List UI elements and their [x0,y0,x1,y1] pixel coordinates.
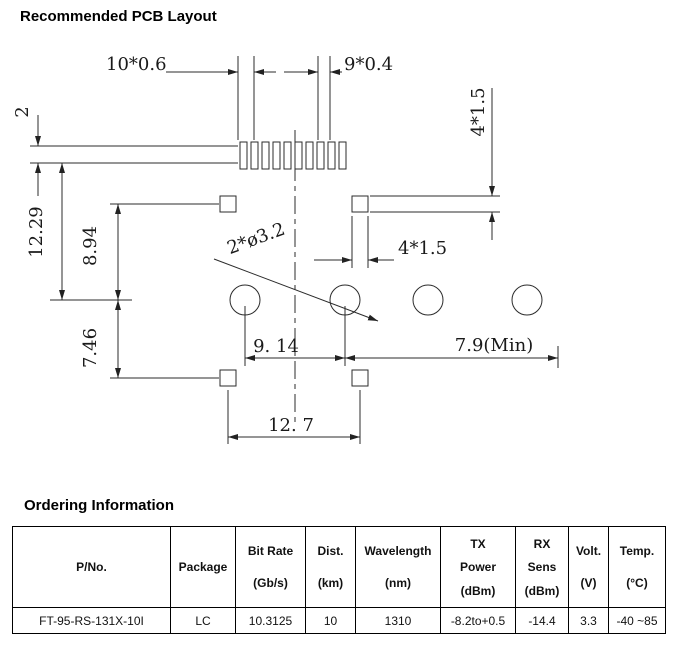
cell-wavelength: 1310 [355,607,441,634]
dim-min-edge-label: 7.9(Min) [455,335,533,356]
header-line: Power [459,560,496,574]
cell-rx-sens: -14.4 [515,607,569,634]
header-line: Sens [527,560,557,574]
col-header-pn: P/No. [12,526,171,608]
ordering-table-container: P/No. Package Bit Rate (Gb/s) Dist. (km)… [12,526,666,634]
table-row: FT-95-RS-131X-10I LC 10.3125 10 1310 -8.… [12,607,666,634]
col-header-temp: Temp. (°C) [608,526,666,608]
header-line: Volt. [575,544,602,559]
col-header-rx-sens: RX Sens (dBm) [515,526,569,608]
header-line: P/No. [76,560,107,574]
header-line: (Gb/s) [253,575,288,590]
dim-4x15-horizontal-label: 4*1.5 [398,238,447,259]
cell-dist: 10 [305,607,356,634]
cell-tx-power: -8.2to+0.5 [440,607,516,634]
corner-pads [219,195,369,387]
cell-pn: FT-95-RS-131X-10I [12,607,171,634]
dimension-labels: 10*0.6 9*0.4 2 12.29 8.94 7.46 4*1.5 2*ø… [12,54,533,436]
pcb-edge-lines [57,145,238,164]
dim-pad-width-label: 10*0.6 [106,54,167,75]
col-header-package: Package [170,526,236,608]
pcb-layout-title: Recommended PCB Layout [20,8,217,25]
col-header-wavelength: Wavelength (nm) [355,526,441,608]
col-header-volt: Volt. (V) [568,526,609,608]
col-header-tx-power: TX Power (dBm) [440,526,516,608]
header-row: P/No. Package Bit Rate (Gb/s) Dist. (km)… [12,526,666,608]
header-line: Temp. [619,544,655,559]
header-line: Package [178,560,228,574]
dim-hole-pitch-label: 9. 14 [253,336,299,357]
dim-4x15-vertical-label: 4*1.5 [468,87,489,136]
header-line: (dBm) [524,583,560,598]
cell-bit-rate: 10.3125 [235,607,306,634]
header-line: TX [470,536,486,551]
mounting-holes [229,284,543,316]
header-line: Bit Rate [247,544,294,559]
dim-12-29-label: 12.29 [26,206,47,258]
solder-pads [239,141,347,170]
cell-package: LC [170,607,236,634]
header-line: Dist. [317,544,344,559]
col-header-dist: Dist. (km) [305,526,356,608]
dim-edge-gap-label: 2 [12,106,33,117]
ordering-table: P/No. Package Bit Rate (Gb/s) Dist. (km)… [12,526,666,634]
header-line: Wavelength [364,544,432,559]
ordering-information-title: Ordering Information [24,497,174,514]
dim-8-94-label: 8.94 [80,226,101,266]
dim-pad-pitch-bottom-label: 12. 7 [268,415,314,436]
cell-volt: 3.3 [568,607,609,634]
header-line: (km) [317,575,344,590]
cell-temp: -40 ~85 [608,607,666,634]
header-line: (dBm) [460,583,496,598]
header-line: (V) [580,575,597,590]
header-line: (°C) [626,575,648,590]
dim-pad-gap-label: 9*0.4 [344,54,393,75]
dim-7-46-label: 7.46 [80,328,101,368]
dimension-lines [35,69,558,440]
pcb-layout-drawing: 10*0.6 9*0.4 2 12.29 8.94 7.46 4*1.5 2*ø… [12,54,559,444]
col-header-bit-rate: Bit Rate (Gb/s) [235,526,306,608]
header-line: (nm) [385,575,411,590]
dim-hole-diameter-label: 2*ø3.2 [224,219,287,259]
header-line: RX [533,536,551,551]
